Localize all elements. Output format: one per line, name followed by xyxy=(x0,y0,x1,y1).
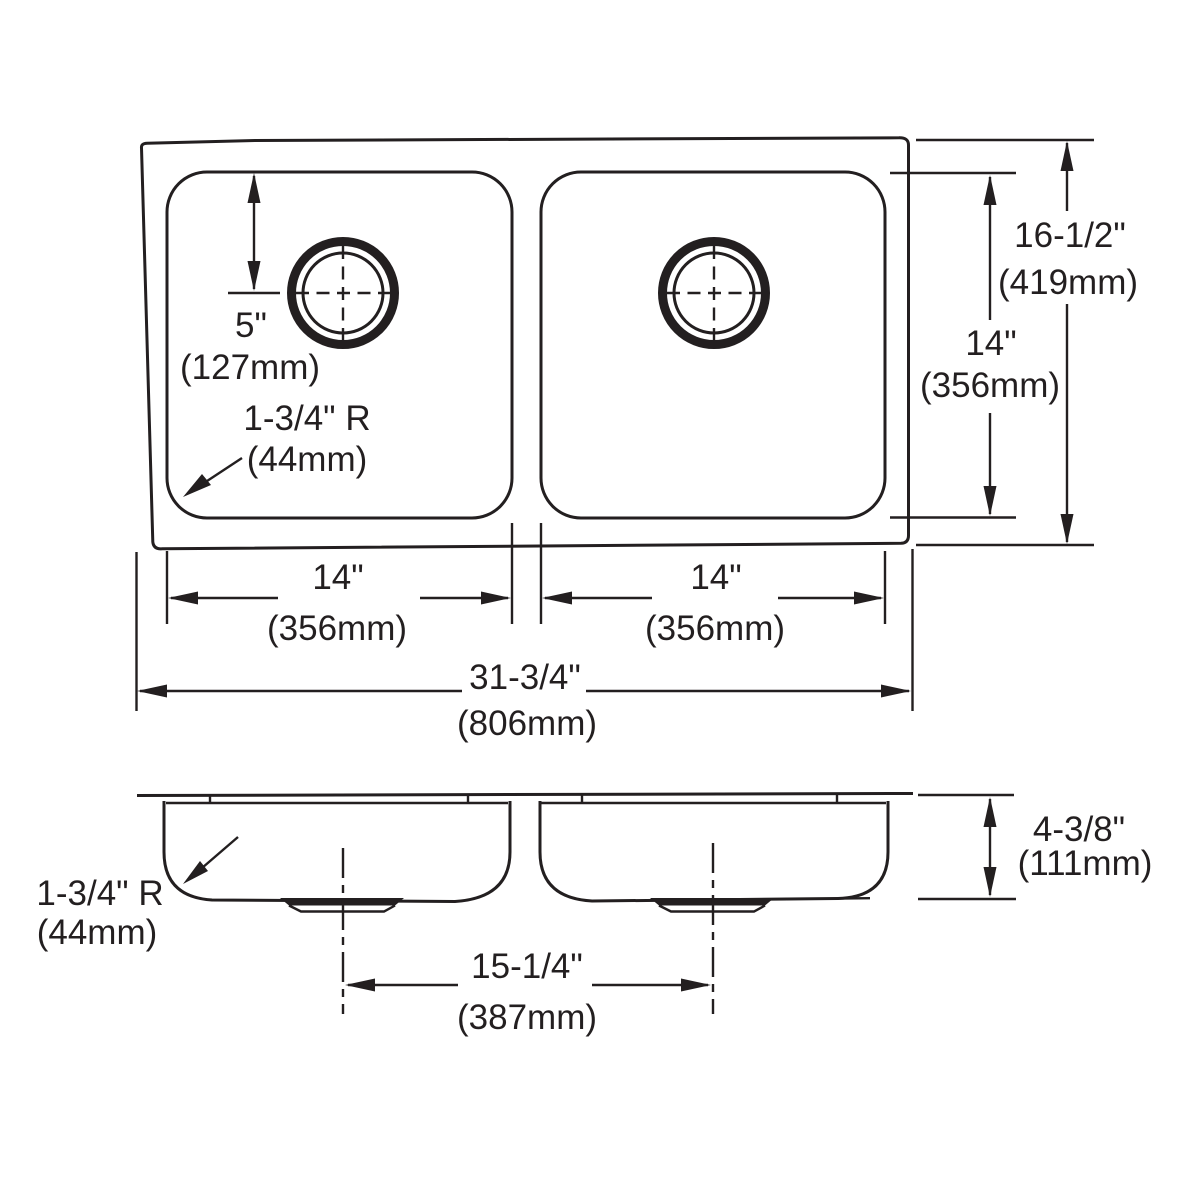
left-bowl-profile xyxy=(162,801,512,904)
dim-drain-spacing: 15-1/4" (387mm) xyxy=(345,947,711,1037)
left-drain xyxy=(287,237,399,349)
right-drain xyxy=(658,237,770,349)
arrow-right-icon xyxy=(681,978,711,992)
dim-overall-front-to-back: 16-1/2" (419mm) xyxy=(916,138,1138,547)
dim-bowl-ftb-in: 14" xyxy=(965,324,1016,363)
leader-arrow-icon xyxy=(183,861,208,884)
dim-overall-width-mm: (806mm) xyxy=(457,704,597,743)
callout-corner-radius-side: 1-3/4" R (44mm) xyxy=(36,836,239,952)
dim-drain-offset: 5" (127mm) xyxy=(180,173,320,387)
corner-radius-top-mm: (44mm) xyxy=(247,440,368,479)
dim-drain-offset-in: 5" xyxy=(235,306,267,345)
arrow-down-icon xyxy=(1060,514,1074,544)
dim-drain-offset-mm: (127mm) xyxy=(180,348,320,387)
top-view: 5" (127mm) 1-3/4" R (44mm) 14" (356mm) xyxy=(135,136,1138,743)
dim-left-bowl-width-in: 14" xyxy=(312,558,363,597)
arrow-up-icon xyxy=(983,175,997,205)
arrow-left-icon xyxy=(345,978,375,992)
arrow-right-icon xyxy=(854,591,884,605)
arrow-left-icon xyxy=(137,684,167,698)
dim-overall-width-in: 31-3/4" xyxy=(469,658,581,697)
arrow-up-icon xyxy=(1060,141,1074,171)
callout-corner-radius-top: 1-3/4" R (44mm) xyxy=(183,399,371,497)
dim-left-bowl-width-mm: (356mm) xyxy=(267,609,407,648)
arrow-right-icon xyxy=(481,591,511,605)
side-view: 1-3/4" R (44mm) 15-1/4" (387mm) 4-3/8" (… xyxy=(36,792,1153,1037)
dim-left-bowl-width: 14" (356mm) xyxy=(168,558,511,648)
corner-radius-top-in: 1-3/4" R xyxy=(243,399,370,438)
arrow-up-icon xyxy=(247,173,261,203)
leader-arrow-icon xyxy=(183,474,211,497)
rim-top-line xyxy=(136,792,914,797)
corner-radius-side-mm: (44mm) xyxy=(37,913,158,952)
arrow-down-icon xyxy=(983,867,997,897)
arrow-up-icon xyxy=(983,797,997,827)
dim-bowl-depth-in: 4-3/8" xyxy=(1033,810,1125,849)
arrow-down-icon xyxy=(247,261,261,291)
arrow-left-icon xyxy=(168,591,198,605)
dim-bowl-front-to-back: 14" (356mm) xyxy=(890,171,1060,519)
corner-radius-side-in: 1-3/4" R xyxy=(36,874,163,913)
dim-bowl-depth-mm: (111mm) xyxy=(1018,844,1153,883)
sink-outer-outline xyxy=(139,136,910,551)
arrow-down-icon xyxy=(983,486,997,516)
dim-bowl-depth: 4-3/8" (111mm) xyxy=(918,793,1153,901)
right-bowl-outline xyxy=(539,170,887,520)
dim-right-bowl-width-mm: (356mm) xyxy=(645,609,785,648)
left-bowl-outline xyxy=(165,170,514,520)
dim-overall-width: 31-3/4" (806mm) xyxy=(137,658,911,743)
dim-overall-ftb-mm: (419mm) xyxy=(998,263,1138,302)
arrow-right-icon xyxy=(881,684,911,698)
arrow-left-icon xyxy=(542,591,572,605)
dim-right-bowl-width-in: 14" xyxy=(690,558,741,597)
dim-overall-ftb-in: 16-1/2" xyxy=(1014,216,1126,255)
dim-drain-spacing-mm: (387mm) xyxy=(457,998,597,1037)
dim-drain-spacing-in: 15-1/4" xyxy=(471,947,583,986)
dim-bowl-ftb-mm: (356mm) xyxy=(920,366,1060,405)
dim-right-bowl-width: 14" (356mm) xyxy=(542,558,884,648)
